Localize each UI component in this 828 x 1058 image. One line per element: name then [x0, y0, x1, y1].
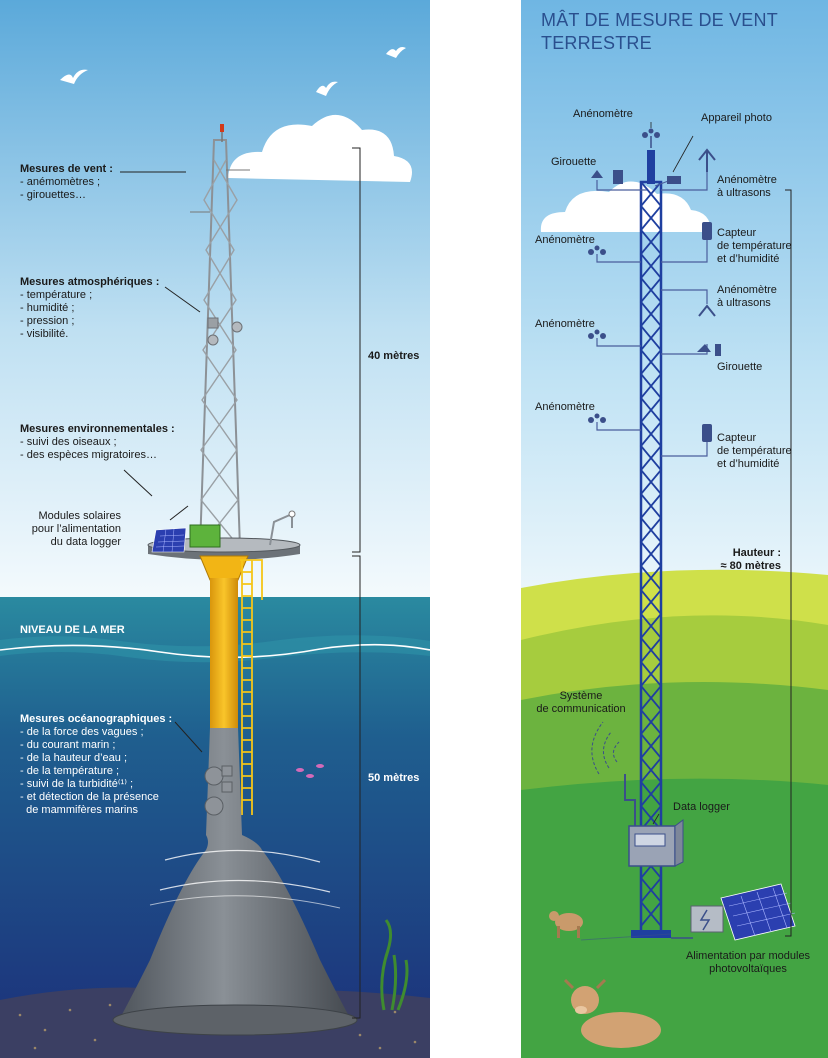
fish-icon: [296, 764, 324, 778]
dimension-bracket-bottom: [352, 555, 361, 1019]
temp-humidity-sensor-2-label: Capteur de température et d’humidité: [717, 432, 792, 470]
seaweed: [380, 919, 409, 1011]
photovoltaic-power-label: Alimentation par modules photovoltaïques: [685, 950, 811, 975]
onshore-mast-panel: MÂT DE MESURE DE VENT TERRESTRE Anénomèt…: [521, 0, 828, 1058]
dimension-bracket: [785, 189, 792, 937]
foundation-plate: [112, 1004, 358, 1036]
sky: [521, 0, 828, 620]
height-top-label: 40 mètres: [368, 350, 420, 362]
sensor-dome: [207, 334, 219, 346]
anemometer-3-label: Anénomètre: [535, 318, 595, 330]
wind-vane-icon: [591, 170, 603, 178]
temp-humidity-sensor-1-label: Capteur de température et d’humidité: [717, 227, 792, 265]
wind-vane-2-label: Girouette: [717, 361, 763, 373]
anemometer-2-label: Anénomètre: [535, 234, 595, 246]
wind-vane-icon: [697, 344, 711, 352]
data-logger-label: Data logger: [673, 801, 730, 813]
camera-label: Appareil photo: [701, 112, 772, 124]
anemometer-icon: [588, 333, 594, 339]
sensors: [588, 128, 721, 442]
leader-line: [164, 286, 201, 313]
sky: [0, 0, 430, 600]
leader-line: [169, 505, 189, 521]
cloud: [540, 181, 711, 232]
anemometer-top-label: Anénomètre: [573, 108, 633, 120]
bird-icon: [60, 69, 88, 84]
data-logger-cabinet: [628, 819, 684, 867]
antenna: [624, 774, 636, 826]
leader-line: [174, 721, 203, 753]
anemometer-4-label: Anénomètre: [535, 401, 595, 413]
solar-modules-label: Modules solaires pour l’alimentation du …: [31, 510, 121, 548]
solar-panel: [151, 527, 187, 553]
ultrasonic-anemometer-icon: [698, 148, 716, 172]
leader-line: [672, 135, 694, 173]
sensor-dome: [231, 321, 243, 333]
yellow-pile: [210, 578, 238, 730]
ultrasonic-anemometer-icon: [698, 304, 716, 317]
sea-level-label: NIVEAU DE LA MER: [20, 624, 125, 636]
beacon-light: [220, 124, 224, 132]
temperature-humidity-sensor-icon: [702, 222, 712, 240]
onshore-illustration: [521, 0, 828, 1058]
anemometer-icon: [642, 132, 648, 138]
foundation-base: [120, 728, 350, 1018]
cow-icon: [563, 978, 661, 1048]
ultrasonic-anemometer-top-label: Anénomètre à ultrasons: [717, 174, 777, 199]
cow-icon: [549, 911, 583, 938]
ultrasonic-anemometer-2-label: Anénomètre à ultrasons: [717, 284, 777, 309]
sensor-dome: [204, 766, 224, 786]
logger-cabinet: [189, 524, 221, 548]
temperature-humidity-sensor-icon: [702, 424, 712, 442]
sensor-box: [207, 317, 219, 329]
leader-line: [652, 813, 660, 825]
solar-array: [690, 883, 796, 941]
wind-measures-label: Mesures de vent : - anémomètres ; - giro…: [20, 163, 113, 201]
atmospheric-measures-label: Mesures atmosphériques : - température ;…: [20, 276, 160, 340]
offshore-mast-panel: Mesures de vent : - anémomètres ; - giro…: [0, 0, 430, 1058]
height-label: Hauteur : ≈ 80 mètres: [720, 547, 781, 572]
access-ladder: [240, 559, 263, 815]
diagram-title: MÂT DE MESURE DE VENT TERRESTRE: [541, 10, 778, 53]
oceanographic-measures-label: Mesures océanographiques : - de la force…: [20, 713, 173, 816]
sensor-dome: [204, 796, 224, 816]
leader-line: [123, 469, 153, 497]
height-bottom-label: 50 mètres: [368, 772, 420, 784]
bird-icon: [316, 81, 338, 96]
communication-system-label: Système de communication: [536, 690, 626, 715]
dimension-bracket-top: [352, 147, 361, 553]
anemometer-icon: [588, 249, 594, 255]
lightning-icon: [699, 909, 711, 931]
camera-icon: [667, 176, 681, 184]
anemometer-icon: [588, 417, 594, 423]
bird-icon: [386, 47, 406, 58]
lattice-tower: [631, 150, 671, 938]
environmental-measures-label: Mesures environnementales : - suivi des …: [20, 423, 175, 461]
wind-vane-top-label: Girouette: [551, 156, 597, 168]
offshore-illustration: [0, 0, 430, 1058]
cloud: [228, 114, 412, 182]
signal-waves: [591, 721, 620, 775]
